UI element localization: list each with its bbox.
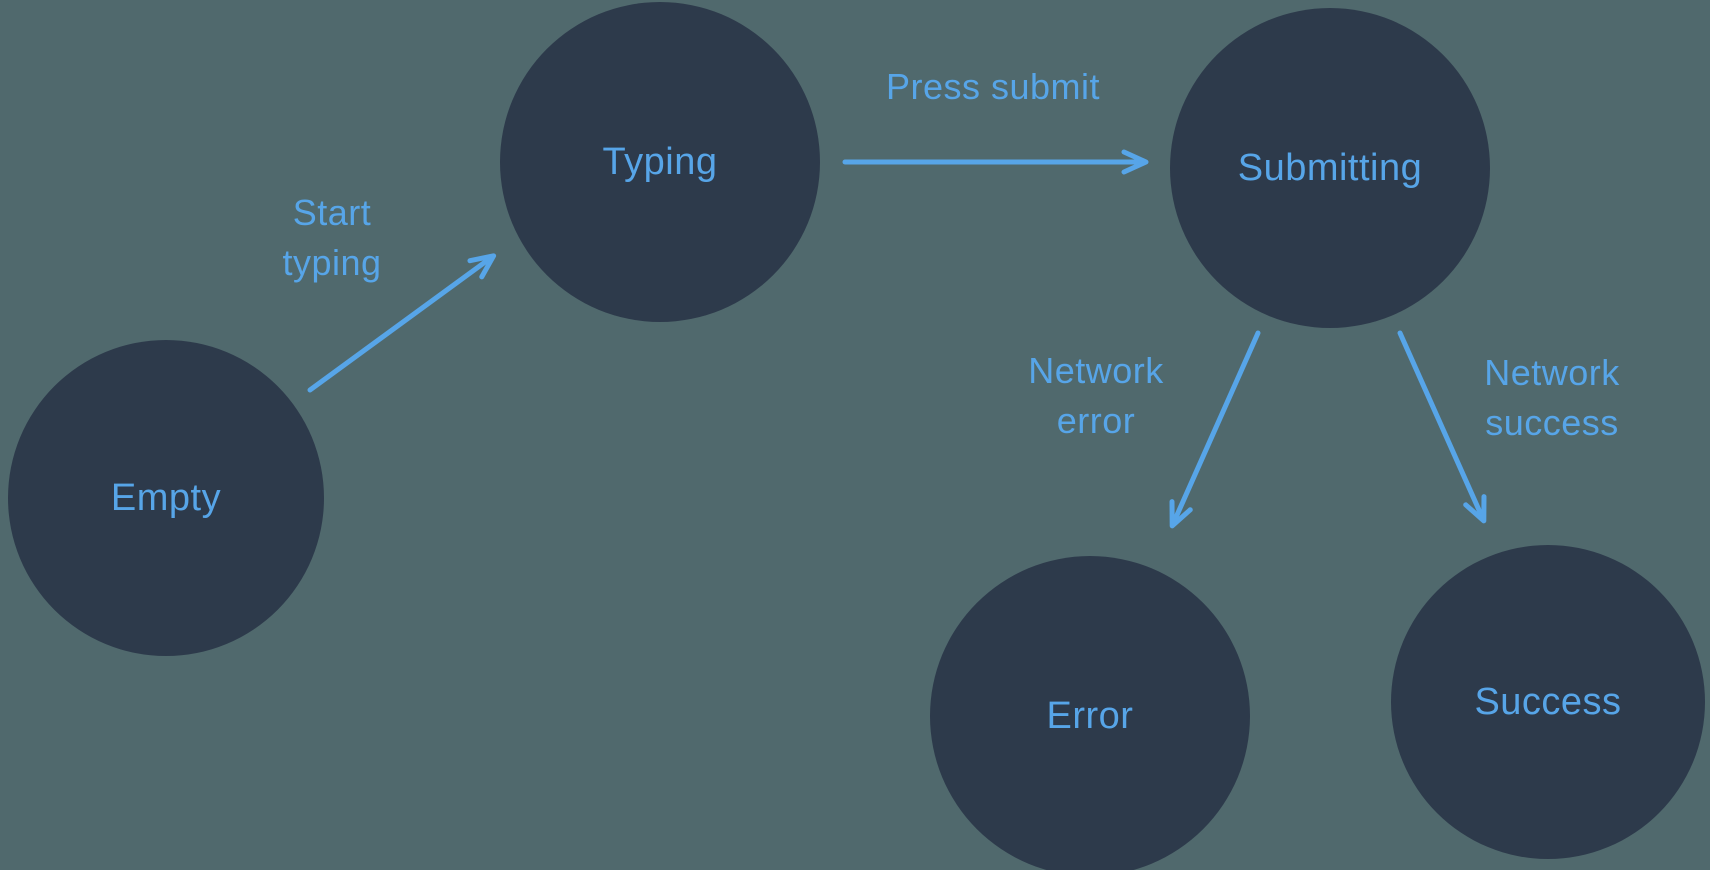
edge-label-press-submit: Press submit: [885, 66, 1101, 107]
state-label-typing: Typing: [602, 140, 718, 183]
state-node-empty: Empty: [8, 340, 324, 656]
state-label-empty: Empty: [110, 476, 222, 519]
state-label-submitting: Submitting: [1237, 146, 1423, 189]
state-label-error: Error: [1046, 694, 1134, 737]
state-label-success: Success: [1474, 680, 1622, 723]
state-node-error: Error: [930, 556, 1250, 870]
edge-label-network-error: Network error: [1028, 350, 1164, 441]
state-node-submitting: Submitting: [1170, 8, 1490, 328]
state-node-success: Success: [1391, 545, 1705, 859]
edge-label-start-typing: Start typing: [282, 192, 382, 283]
state-node-typing: Typing: [500, 2, 820, 322]
edge-label-network-success: Network success: [1484, 352, 1620, 443]
